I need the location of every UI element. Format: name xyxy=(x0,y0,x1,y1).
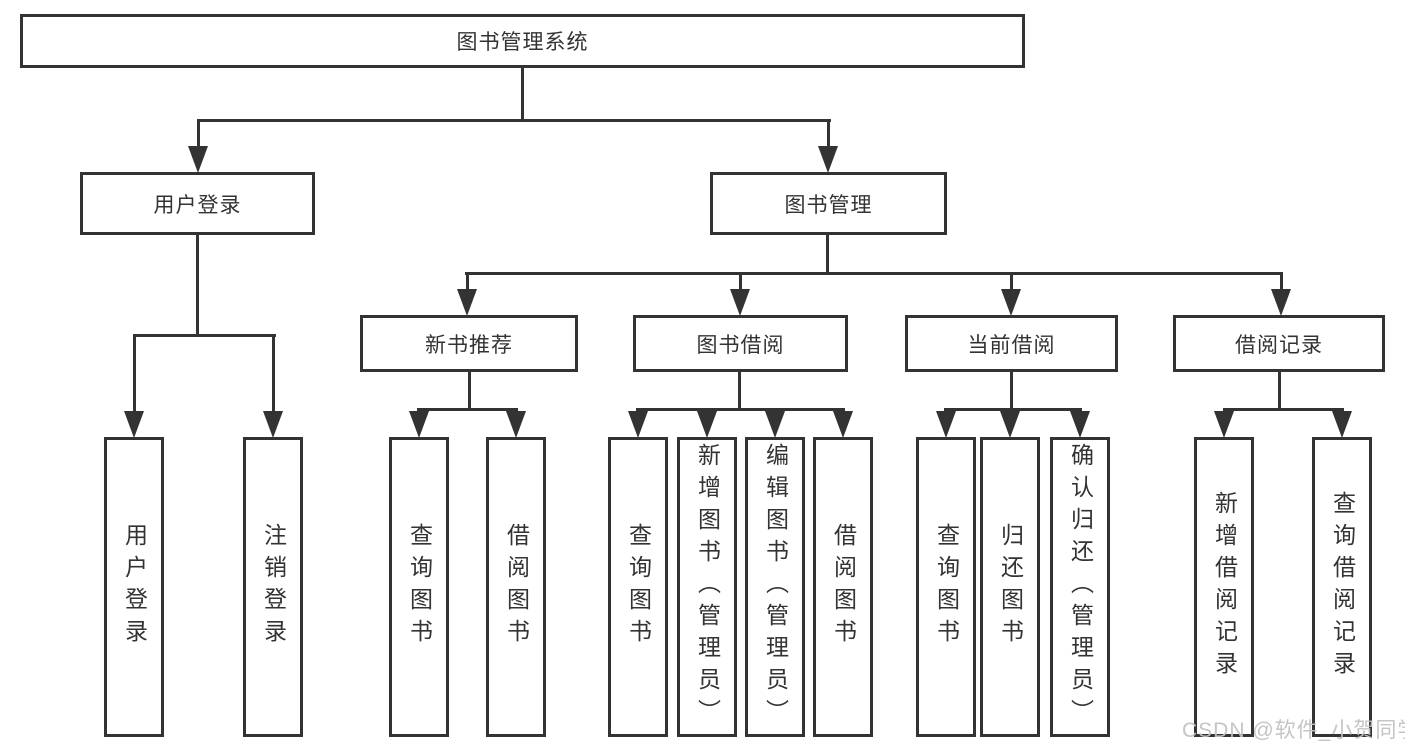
node-current-borrow-label: 当前借阅 xyxy=(967,333,1056,357)
leaf-query-books-current: 查询图书 xyxy=(916,437,976,737)
connector-records-hbar xyxy=(1223,408,1344,411)
arrowhead-to-leaf-borrow-books-recommend xyxy=(506,411,526,438)
connector-userlogin-stem-2 xyxy=(272,334,275,414)
arrowhead-to-leaf-return-books xyxy=(1000,411,1020,438)
leaf-query-books-borrow: 查询图书 xyxy=(608,437,668,737)
leaf-confirm-return-admin: 确认归还（管理员） xyxy=(1050,437,1110,737)
connector-userlogin-trunk xyxy=(196,235,199,337)
node-new-book-recommend: 新书推荐 xyxy=(360,315,578,372)
connector-borrow-hbar xyxy=(636,408,845,411)
connector-userlogin-stem-1 xyxy=(133,334,136,414)
arrowhead-to-user-login xyxy=(188,146,208,173)
arrowhead-to-book-borrow xyxy=(730,289,750,316)
connector-root-stem-left xyxy=(197,119,200,149)
node-borrow-records-label: 借阅记录 xyxy=(1235,333,1323,357)
arrowhead-to-leaf-user-login xyxy=(124,411,144,438)
leaf-query-borrow-record-label: 查询借阅记录 xyxy=(1329,491,1356,683)
arrowhead-to-leaf-logout xyxy=(263,411,283,438)
connector-bookmgmt-trunk xyxy=(826,235,829,275)
leaf-return-books: 归还图书 xyxy=(980,437,1040,737)
arrowhead-to-book-management xyxy=(818,146,838,173)
leaf-add-borrow-record: 新增借阅记录 xyxy=(1194,437,1254,737)
node-user-login: 用户登录 xyxy=(80,172,315,235)
connector-borrow-trunk xyxy=(738,372,741,411)
leaf-query-borrow-record: 查询借阅记录 xyxy=(1312,437,1372,737)
leaf-query-books-current-label: 查询图书 xyxy=(933,523,960,651)
node-current-borrow: 当前借阅 xyxy=(905,315,1118,372)
connector-bookmgmt-stem-1 xyxy=(466,272,469,294)
leaf-return-books-label: 归还图书 xyxy=(997,523,1024,651)
connector-records-trunk xyxy=(1278,372,1281,411)
node-book-management-label: 图书管理 xyxy=(784,193,873,217)
arrowhead-to-leaf-add-books-admin xyxy=(697,411,717,438)
leaf-edit-books-admin-label: 编辑图书（管理员） xyxy=(762,443,789,731)
node-new-book-recommend-label: 新书推荐 xyxy=(425,333,513,357)
connector-bookmgmt-hbar xyxy=(465,272,1283,275)
leaf-logout-label: 注销登录 xyxy=(260,523,287,651)
arrowhead-to-new-book-recommend xyxy=(457,289,477,316)
arrowhead-to-borrow-records xyxy=(1271,289,1291,316)
node-library-system-label: 图书管理系统 xyxy=(456,31,589,54)
leaf-query-books-recommend-label: 查询图书 xyxy=(406,523,433,651)
leaf-borrow-books-recommend-label: 借阅图书 xyxy=(503,523,530,651)
leaf-confirm-return-admin-label: 确认归还（管理员） xyxy=(1067,443,1094,731)
arrowhead-to-leaf-edit-books-admin xyxy=(765,411,785,438)
csdn-watermark: CSDN @软件_小贺同学 xyxy=(1182,719,1405,742)
leaf-query-books-recommend: 查询图书 xyxy=(389,437,449,737)
leaf-logout: 注销登录 xyxy=(243,437,303,737)
connector-current-trunk xyxy=(1010,372,1013,411)
leaf-user-login-label: 用户登录 xyxy=(121,523,148,651)
node-book-borrow: 图书借阅 xyxy=(633,315,848,372)
connector-bookmgmt-stem-2 xyxy=(739,272,742,294)
leaf-add-borrow-record-label: 新增借阅记录 xyxy=(1211,491,1238,683)
leaf-borrow-books: 借阅图书 xyxy=(813,437,873,737)
node-book-borrow-label: 图书借阅 xyxy=(696,333,785,357)
arrowhead-to-leaf-query-borrow-record xyxy=(1332,411,1352,438)
arrowhead-to-leaf-borrow-books xyxy=(833,411,853,438)
arrowhead-to-current-borrow xyxy=(1001,289,1021,316)
connector-bookmgmt-stem-3 xyxy=(1010,272,1013,294)
arrowhead-to-leaf-query-books-recommend xyxy=(409,411,429,438)
arrowhead-to-leaf-query-books-current xyxy=(936,411,956,438)
arrowhead-to-leaf-query-books-borrow xyxy=(628,411,648,438)
node-borrow-records: 借阅记录 xyxy=(1173,315,1385,372)
leaf-query-books-borrow-label: 查询图书 xyxy=(625,523,652,651)
connector-recommend-trunk xyxy=(468,372,471,411)
leaf-add-books-admin: 新增图书（管理员） xyxy=(677,437,737,737)
arrowhead-to-leaf-confirm-return xyxy=(1070,411,1090,438)
connector-current-hbar xyxy=(944,408,1082,411)
node-library-system: 图书管理系统 xyxy=(20,14,1025,68)
leaf-add-books-admin-label: 新增图书（管理员） xyxy=(694,443,721,731)
node-user-login-label: 用户登录 xyxy=(153,193,242,217)
leaf-borrow-books-label: 借阅图书 xyxy=(830,523,857,651)
connector-root-trunk xyxy=(521,68,524,122)
connector-recommend-hbar xyxy=(417,408,518,411)
connector-bookmgmt-stem-4 xyxy=(1280,272,1283,294)
arrowhead-to-leaf-add-borrow-record xyxy=(1214,411,1234,438)
connector-root-stem-right xyxy=(827,119,830,149)
leaf-edit-books-admin: 编辑图书（管理员） xyxy=(745,437,805,737)
node-book-management: 图书管理 xyxy=(710,172,947,235)
connector-root-hbar xyxy=(197,119,831,122)
connector-userlogin-hbar xyxy=(133,334,276,337)
leaf-borrow-books-recommend: 借阅图书 xyxy=(486,437,546,737)
leaf-user-login: 用户登录 xyxy=(104,437,164,737)
